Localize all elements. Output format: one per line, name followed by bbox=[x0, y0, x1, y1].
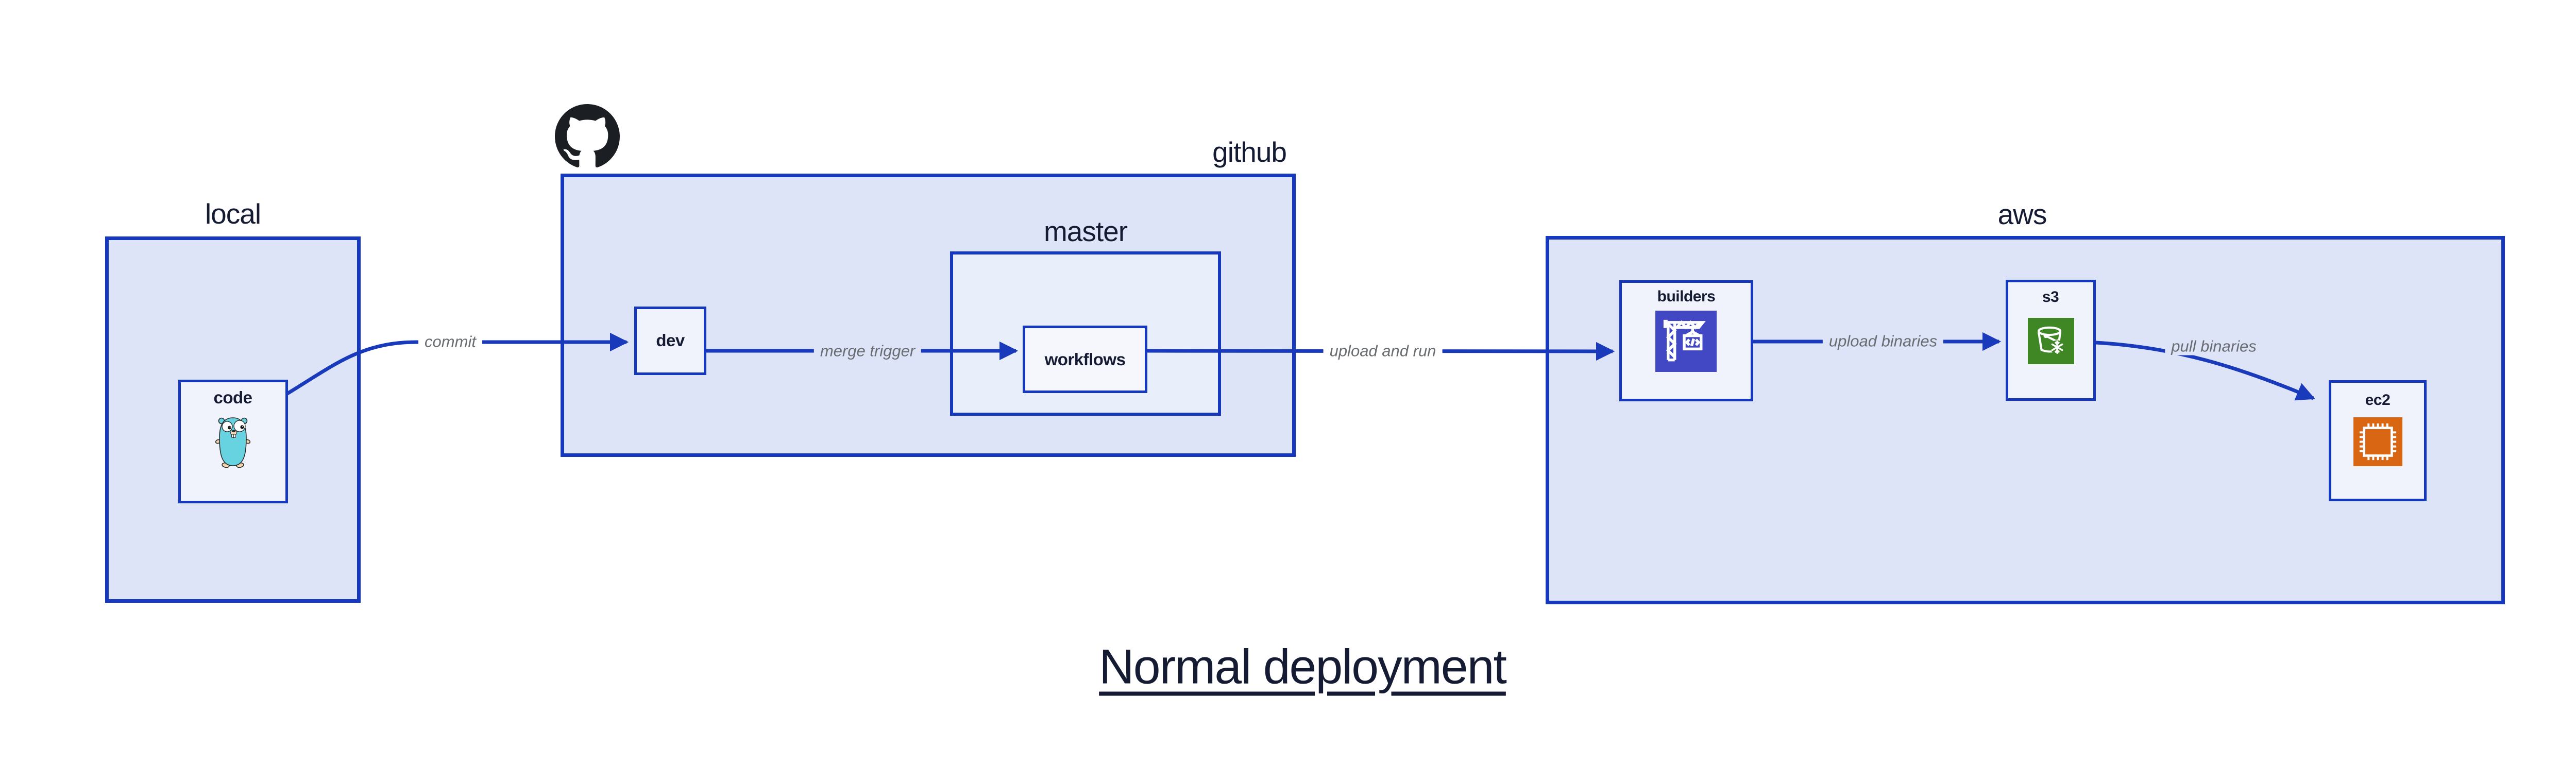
pull-binaries-arrow bbox=[2095, 341, 2315, 401]
diagram-title: Normal deployment bbox=[1099, 639, 1507, 694]
codebuild-crane-icon bbox=[1655, 311, 1717, 372]
workflows-node-label: workflows bbox=[1044, 350, 1126, 369]
upload-binaries-arrow-label: upload binaries bbox=[1822, 332, 1944, 350]
merge-trigger-arrow-label: merge trigger bbox=[814, 342, 922, 360]
code-node-label: code bbox=[213, 388, 252, 407]
s3-bucket-snowflake-icon bbox=[2028, 318, 2074, 364]
builders-node-label: builders bbox=[1657, 288, 1716, 305]
ec2-node-label: ec2 bbox=[2365, 392, 2391, 409]
local-group-label: local bbox=[205, 198, 261, 230]
dev-node-box bbox=[634, 307, 706, 375]
dev-node-label: dev bbox=[656, 331, 685, 350]
upload-and-run-arrow-label: upload and run bbox=[1323, 342, 1443, 360]
ec2-chip-icon bbox=[2353, 417, 2402, 466]
go-gopher-icon bbox=[215, 417, 251, 468]
builders-node-box bbox=[1619, 280, 1753, 401]
aws-group-label: aws bbox=[1997, 198, 2047, 230]
pull-binaries-arrow-label: pull binaries bbox=[2165, 337, 2263, 355]
github-group-label: github bbox=[1212, 136, 1287, 168]
commit-arrow bbox=[285, 332, 629, 396]
workflows-node-box bbox=[1023, 326, 1147, 393]
s3-node-label: s3 bbox=[2042, 288, 2059, 305]
github-octocat-icon bbox=[555, 104, 620, 167]
commit-arrow-label: commit bbox=[418, 332, 482, 351]
master-group-label: master bbox=[1043, 215, 1128, 247]
